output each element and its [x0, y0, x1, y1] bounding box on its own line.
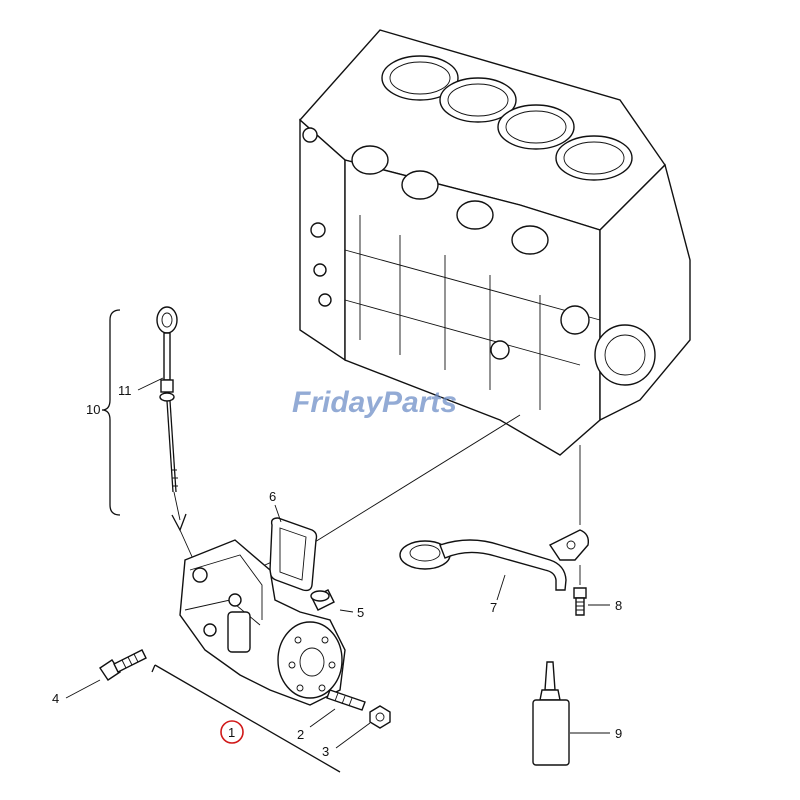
leader-6: [274, 504, 282, 523]
callout-4: 4: [52, 691, 59, 706]
callout-9: 9: [615, 726, 622, 741]
leader-4: [65, 679, 101, 699]
dowel-sleeve: [310, 589, 335, 611]
callout-1: 1: [228, 725, 235, 740]
leader-7: [496, 574, 506, 601]
sealant-tube: [532, 661, 570, 766]
bolt-8: [573, 587, 587, 616]
engine-block: [299, 29, 691, 456]
bolt-2: [326, 689, 366, 711]
dipstick: [156, 306, 199, 571]
callout-11: 11: [118, 383, 132, 398]
callout-8: 8: [615, 598, 622, 613]
gasket-leader-line: [309, 414, 521, 546]
callout-5: 5: [357, 605, 364, 620]
leader-11: [137, 377, 164, 391]
callout-10: 10: [86, 402, 100, 417]
nut-3: [369, 705, 391, 729]
leader-2: [309, 708, 336, 728]
pump-underline: [154, 664, 341, 773]
bolt-4: [99, 649, 147, 681]
callout-1-highlight-ring: [220, 720, 244, 744]
oil-pump: [179, 539, 346, 706]
callout-3: 3: [322, 744, 329, 759]
watermark-logo: FridayParts: [292, 386, 457, 419]
callout-7: 7: [490, 600, 497, 615]
bracket-10: [101, 309, 121, 516]
callout-2: 2: [297, 727, 304, 742]
leader-3: [335, 722, 371, 749]
callout-6: 6: [269, 489, 276, 504]
oil-pump-gasket: [269, 517, 318, 592]
leader-5: [339, 609, 354, 613]
oil-pickup-pipe: [399, 529, 590, 591]
